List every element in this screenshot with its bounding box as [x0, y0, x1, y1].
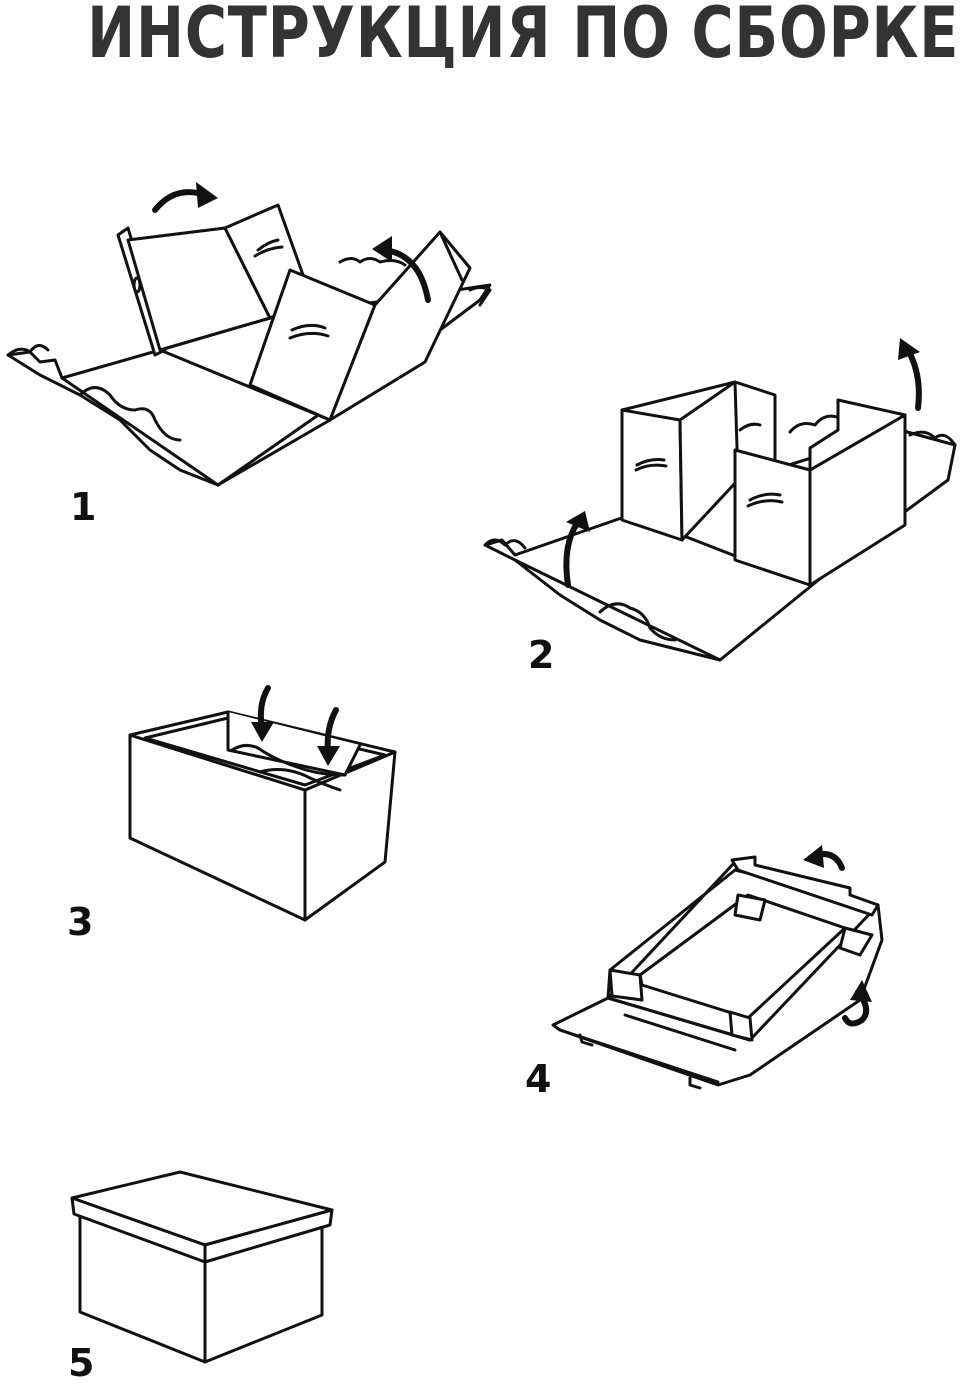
- step-4-number: 4: [525, 1057, 551, 1101]
- step-2-lift-arrow-right: [905, 347, 922, 411]
- page-title: ИНСТРУКЦИЯ ПО СБОРКЕ: [87, 0, 960, 74]
- step-4-fold-arrow-right: [842, 989, 870, 1027]
- step-5-lid-side: [203, 1208, 334, 1264]
- step-1-number: 1: [70, 485, 96, 529]
- step-3-illustration: [128, 685, 397, 922]
- step-2-number: 2: [528, 633, 554, 677]
- step-5-illustration: [70, 1170, 334, 1364]
- step-3-number: 3: [67, 900, 93, 944]
- step-5-number: 5: [68, 1341, 94, 1384]
- step-4-illustration: [551, 845, 884, 1090]
- step-2-illustration: [483, 338, 957, 662]
- step-2-lift-arrow-left: [563, 519, 581, 588]
- step-2-right-wall: [733, 448, 812, 587]
- step-1-illustration: [6, 182, 492, 487]
- step-2-left-wall: [620, 408, 684, 542]
